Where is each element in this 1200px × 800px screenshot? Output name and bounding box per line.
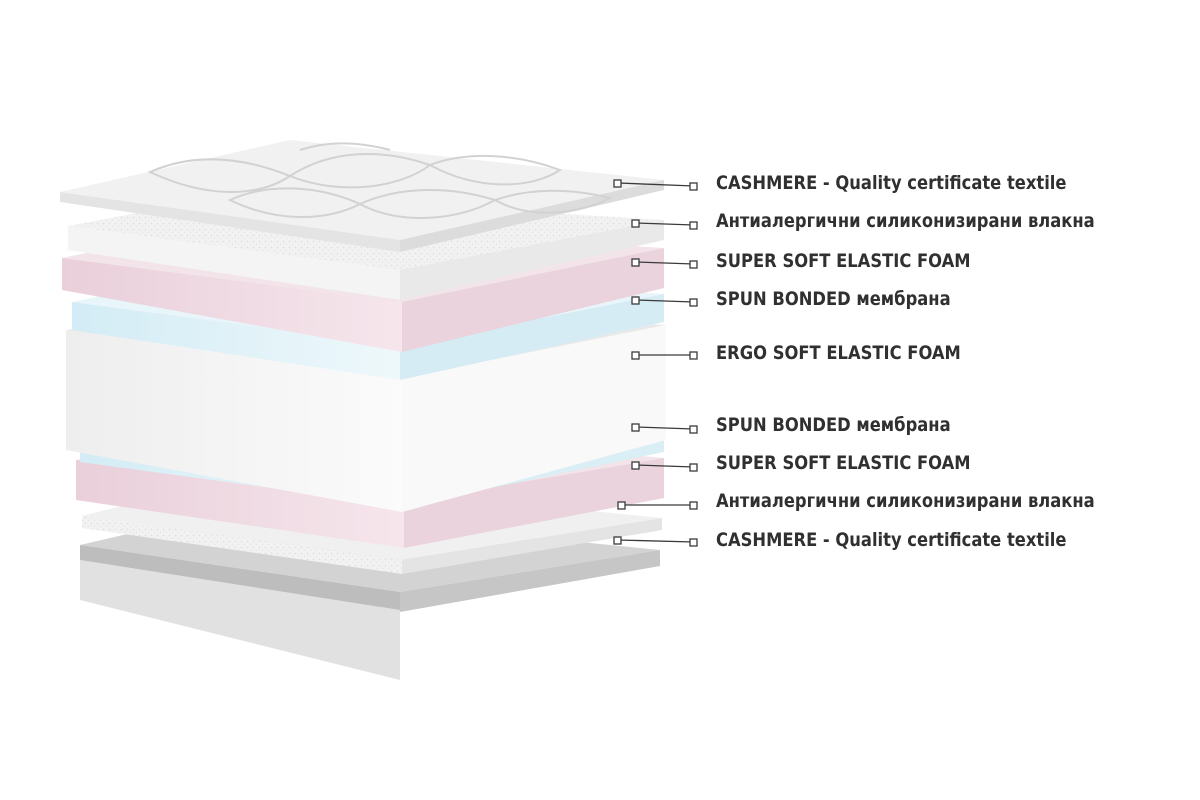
callout-connector-1	[631, 219, 698, 230]
callout-label-fiber-bottom: Антиалергични силиконизирани влакна	[716, 490, 1095, 512]
callout-connector-2	[631, 258, 698, 269]
callout-connector-6	[631, 461, 698, 472]
callout-connector-3	[631, 296, 698, 307]
callout-label-super-soft-foam-top: SUPER SOFT ELASTIC FOAM	[716, 250, 971, 272]
callout-connector-7	[617, 501, 698, 510]
callout-label-spun-bonded-bottom: SPUN BONDED мембрана	[716, 414, 951, 436]
callout-connector-0	[613, 179, 698, 191]
callout-label-super-soft-foam-bottom: SUPER SOFT ELASTIC FOAM	[716, 452, 971, 474]
callout-connector-4	[631, 351, 698, 360]
callout-connector-8	[613, 536, 698, 547]
callout-connector-5	[631, 423, 698, 434]
callout-label-cashmere-top: CASHMERE - Quality certificate textile	[716, 172, 1067, 194]
callout-label-fiber-top: Антиалергични силиконизирани влакна	[716, 210, 1095, 232]
callout-label-spun-bonded-top: SPUN BONDED мембрана	[716, 288, 951, 310]
callout-label-ergo-soft-foam: ERGO SOFT ELASTIC FOAM	[716, 342, 961, 364]
callout-label-cashmere-bottom: CASHMERE - Quality certificate textile	[716, 529, 1067, 551]
top-cashmere-quilted-layer	[60, 140, 664, 252]
